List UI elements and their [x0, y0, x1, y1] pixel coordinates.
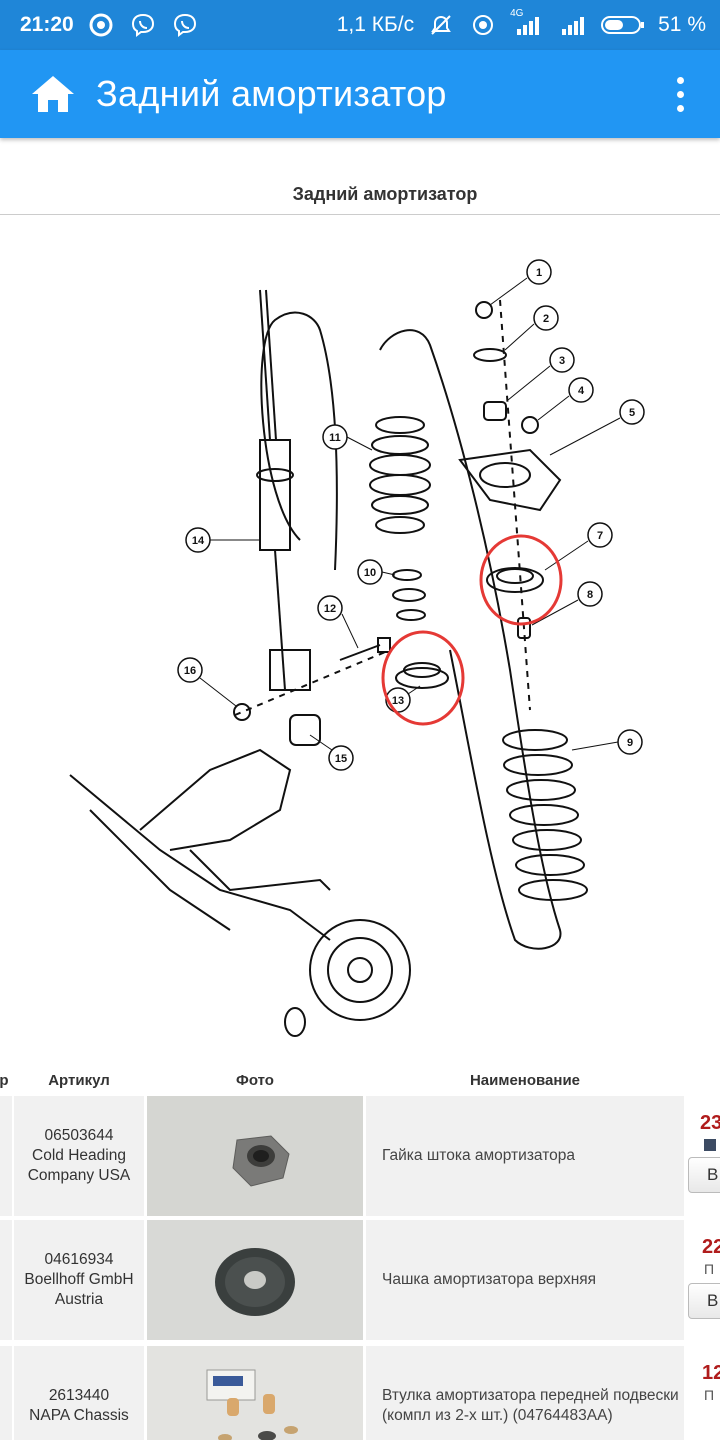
- article-number: 04616934: [44, 1251, 114, 1268]
- part-name: Чашка амортизатора верхняя: [366, 1220, 684, 1340]
- article-cell: 06503644 Cold Heading Company USA: [14, 1096, 144, 1216]
- svg-text:8: 8: [587, 589, 593, 601]
- network-speed: 1,1 КБ/с: [336, 13, 415, 36]
- home-icon: [32, 76, 74, 112]
- svg-text:2: 2: [543, 313, 549, 325]
- price-cell: 12 П: [686, 1346, 720, 1440]
- signal-icon: 4G: [510, 8, 546, 40]
- parts-table-header: р Артикул Фото Наименование: [0, 1070, 720, 1096]
- callout-9: 9: [571, 729, 643, 755]
- stock-label: П: [704, 1387, 715, 1403]
- article-number: 2613440: [48, 1387, 110, 1404]
- article-brand: Cold Heading Company USA: [27, 1147, 131, 1184]
- column-photo: Фото: [236, 1072, 274, 1089]
- svg-text:4: 4: [578, 385, 585, 397]
- more-options-button[interactable]: [668, 69, 692, 119]
- diagram-heading: Задний амортизатор: [292, 184, 478, 204]
- price-value: 12: [702, 1362, 720, 1384]
- photo-cell: [146, 1220, 364, 1340]
- highlight-circle-13: [381, 630, 465, 726]
- callout-7: 7: [544, 522, 613, 571]
- svg-text:14: 14: [192, 535, 205, 547]
- callout-2: 2: [504, 305, 559, 351]
- viber-icon: [128, 10, 158, 40]
- column-name: Наименование: [469, 1072, 581, 1089]
- opera-icon: [86, 10, 116, 40]
- part-photo[interactable]: [147, 1220, 363, 1340]
- table-row[interactable]: 2613440 NAPA Chassis Втулка амортизатора…: [0, 1346, 720, 1440]
- no-alarm-icon: [426, 10, 456, 40]
- callout-3: 3: [507, 347, 575, 401]
- price-value: 23: [700, 1112, 720, 1134]
- viber-icon: [170, 10, 200, 40]
- callout-12: 12: [317, 595, 359, 649]
- svg-text:1: 1: [536, 267, 542, 279]
- status-bar: 21:20 1,1 КБ/с 4G 51 %: [0, 0, 720, 50]
- svg-text:5: 5: [629, 407, 635, 419]
- svg-text:7: 7: [597, 530, 603, 542]
- svg-text:16: 16: [184, 665, 196, 677]
- article-brand: Boellhoff GmbH Austria: [24, 1271, 134, 1308]
- part-name: Гайка штока амортизатора: [366, 1096, 684, 1216]
- battery-level: 51 %: [658, 13, 706, 36]
- signal-icon: [558, 10, 588, 40]
- article-brand: NAPA Chassis: [29, 1407, 129, 1424]
- svg-text:12: 12: [324, 603, 336, 615]
- status-time: 21:20: [20, 13, 74, 36]
- divider: [0, 214, 720, 215]
- buy-button[interactable]: В: [688, 1157, 720, 1193]
- signal-type: 4G: [510, 8, 524, 19]
- svg-text:9: 9: [627, 737, 633, 749]
- callout-15: 15: [309, 734, 354, 771]
- svg-text:10: 10: [364, 567, 376, 579]
- price-value: 22: [702, 1236, 720, 1258]
- article-cell: 2613440 NAPA Chassis: [14, 1346, 144, 1440]
- price-cell: 22 П В: [686, 1220, 720, 1340]
- callout-16: 16: [177, 657, 237, 707]
- stock-label: П: [704, 1261, 715, 1277]
- article-cell: 04616934 Boellhoff GmbH Austria: [14, 1220, 144, 1340]
- suspension-diagram: 1 2 3 4 5 7 8 9 10 11 12 13 14 15 16: [69, 259, 645, 1037]
- callout-14: 14: [185, 527, 260, 553]
- battery-icon: [600, 10, 646, 40]
- svg-text:15: 15: [335, 753, 347, 765]
- table-row[interactable]: 06503644 Cold Heading Company USA Гайка …: [0, 1096, 720, 1218]
- callout-5: 5: [549, 399, 645, 456]
- table-row[interactable]: 04616934 Boellhoff GmbH Austria Чашка ам…: [0, 1220, 720, 1342]
- callout-11: 11: [322, 424, 373, 451]
- svg-text:13: 13: [392, 695, 404, 707]
- app-bar: Задний амортизатор: [0, 50, 720, 138]
- page-title: Задний амортизатор: [96, 73, 447, 114]
- column-partial: р: [0, 1072, 9, 1089]
- content-area[interactable]: Задний амортизатор: [0, 138, 720, 1440]
- photo-cell: [146, 1096, 364, 1216]
- part-photo[interactable]: [147, 1096, 363, 1216]
- stock-indicator: [704, 1139, 716, 1151]
- highlight-circle-7: [479, 534, 563, 626]
- vibrate-icon: [468, 10, 498, 40]
- article-number: 06503644: [44, 1127, 114, 1144]
- column-article: Артикул: [48, 1072, 110, 1089]
- svg-text:11: 11: [329, 432, 341, 444]
- callout-1: 1: [489, 259, 552, 306]
- callout-4: 4: [537, 377, 594, 421]
- more-vert-icon: [676, 76, 684, 84]
- part-photo[interactable]: [147, 1346, 363, 1440]
- buy-button[interactable]: В: [688, 1283, 720, 1319]
- callout-8: 8: [531, 581, 603, 626]
- svg-text:3: 3: [559, 355, 565, 367]
- part-name: Втулка амортизатора передней подвески (к…: [366, 1346, 684, 1440]
- callout-10: 10: [357, 559, 396, 585]
- price-cell: 23 В: [686, 1096, 720, 1216]
- home-button[interactable]: [24, 65, 82, 123]
- photo-cell: [146, 1346, 364, 1440]
